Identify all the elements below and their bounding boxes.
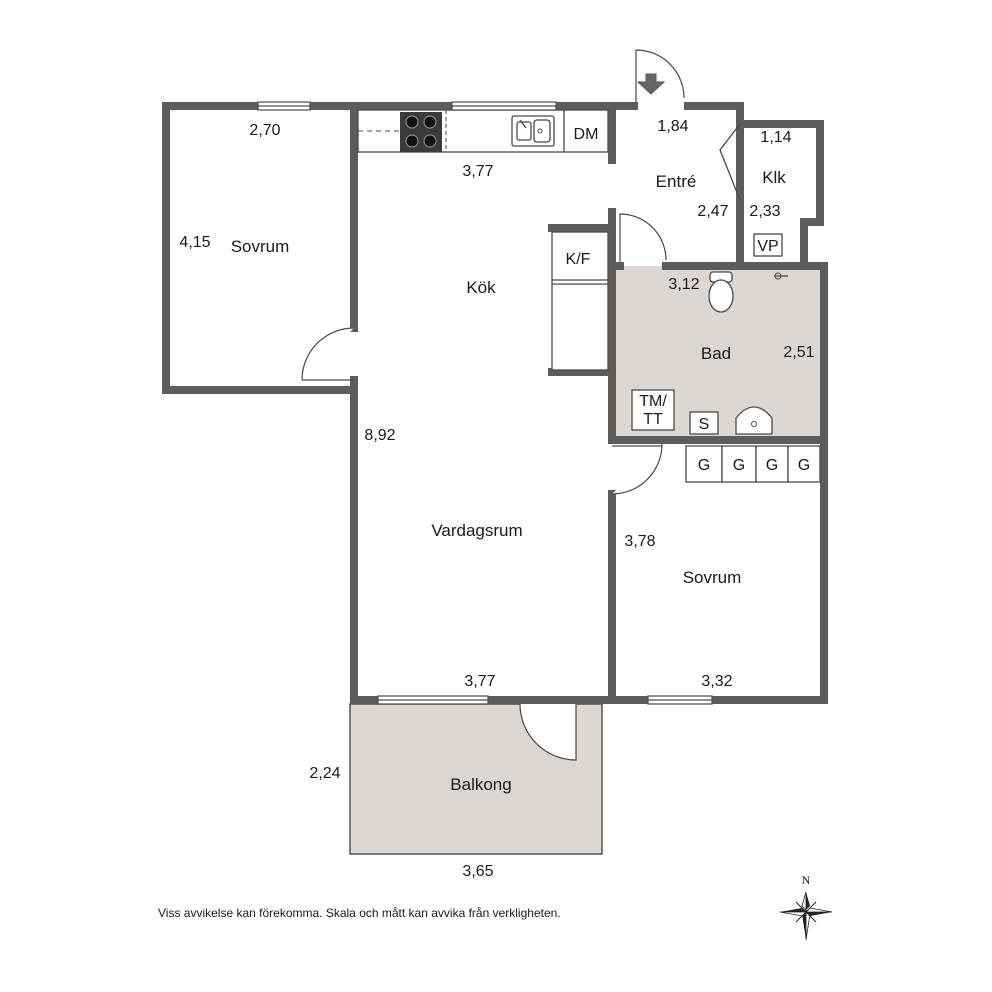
dim-bad-width: 3,12 — [668, 276, 699, 293]
windows — [257, 101, 713, 705]
wardrobe-label-1: G — [698, 457, 710, 474]
cabinet-s-box — [689, 411, 719, 435]
dim-klk-depth: 2,33 — [749, 203, 780, 220]
kitchen-counter — [357, 109, 609, 153]
faucet-icon — [774, 272, 788, 280]
room-label-kok: Kök — [466, 278, 496, 297]
room-label-sovrum-right: Sovrum — [683, 568, 742, 587]
cabinet-s-label: S — [699, 416, 710, 433]
toilet-icon — [708, 271, 734, 313]
room-label-bad: Bad — [701, 344, 731, 363]
dim-klk-width: 1,14 — [760, 129, 791, 146]
closet-wall — [719, 123, 783, 257]
wardrobe-label-2: G — [733, 457, 745, 474]
washer-dryer-box — [631, 389, 675, 431]
room-label-vardagsrum: Vardagsrum — [431, 521, 522, 540]
compass-rose-icon — [779, 891, 833, 941]
room-label-entre: Entré — [656, 172, 697, 191]
room-label-balkong: Balkong — [450, 775, 511, 794]
dim-sovrum-left-width: 2,70 — [249, 122, 280, 139]
fridge-freezer — [551, 231, 609, 371]
room-label-klk: Klk — [762, 168, 786, 187]
dim-entre-width: 1,84 — [657, 118, 688, 135]
wardrobes — [685, 445, 821, 483]
washer-label-line2: TT — [643, 411, 663, 428]
disclaimer-text: Viss avvikelse kan förekomma. Skala och … — [158, 906, 561, 920]
sink-icon — [511, 115, 555, 147]
dim-sovrum-right-depth: 3,78 — [624, 533, 655, 550]
entrance-arrow-icon — [636, 73, 666, 95]
room-label-sovrum-left: Sovrum — [231, 237, 290, 256]
dim-bad-depth: 2,51 — [783, 344, 814, 361]
dim-sovrum-right-width: 3,32 — [701, 673, 732, 690]
walls — [162, 102, 828, 704]
dim-balkong-depth: 2,24 — [309, 765, 340, 782]
dim-vardagsrum-depth: 8,92 — [364, 427, 395, 444]
dim-sovrum-left-depth: 4,15 — [179, 234, 210, 251]
dishwasher-label: DM — [574, 126, 599, 143]
wardrobe-label-3: G — [766, 457, 778, 474]
dim-vardagsrum-width: 3,77 — [464, 673, 495, 690]
stove-icon — [400, 112, 442, 152]
fridge-label: K/F — [566, 251, 591, 268]
dim-balkong-width: 3,65 — [462, 863, 493, 880]
wardrobe-label-4: G — [798, 457, 810, 474]
dim-kok-width: 3,77 — [462, 163, 493, 180]
washbasin-icon — [735, 406, 773, 435]
compass-north-label: N — [802, 873, 811, 887]
vp-label: VP — [757, 238, 778, 255]
dim-entre-depth: 2,47 — [697, 203, 728, 220]
washer-label-line1: TM/ — [639, 393, 667, 410]
